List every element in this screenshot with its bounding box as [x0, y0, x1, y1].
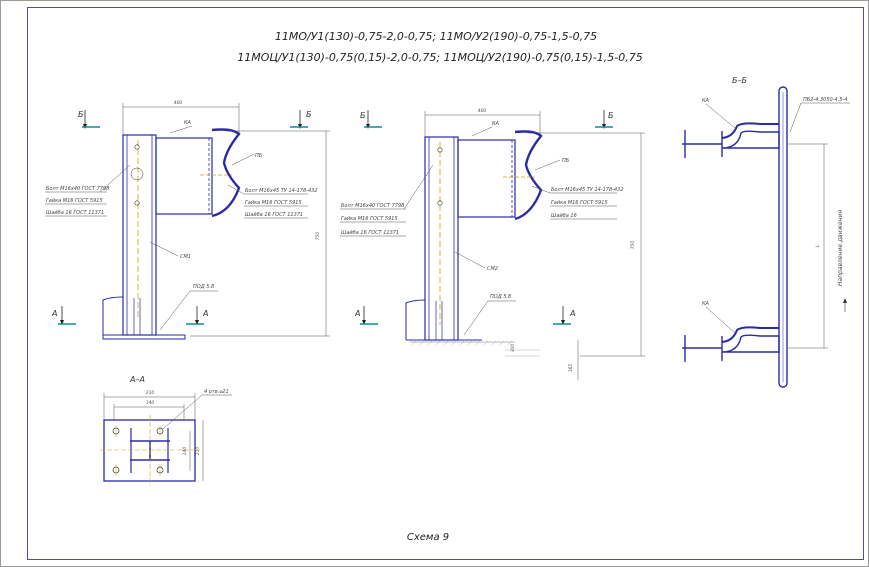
svg-text:Шайба 16 ГОСТ 11371: Шайба 16 ГОСТ 11371 — [245, 212, 303, 218]
svg-text:Гайка М16 ГОСТ 5915: Гайка М16 ГОСТ 5915 — [245, 200, 302, 206]
section-bb-title: Б–Б — [732, 76, 747, 85]
left-view: Б Б 400 КА ПБ — [45, 100, 330, 340]
svg-text:750: 750 — [630, 241, 636, 250]
svg-text:210: 210 — [146, 390, 155, 396]
svg-text:А: А — [51, 309, 57, 318]
svg-text:L: L — [815, 244, 821, 247]
svg-text:300: 300 — [510, 344, 516, 353]
svg-text:4 отв.⌀21: 4 отв.⌀21 — [204, 389, 229, 395]
inner-frame — [27, 7, 864, 560]
svg-text:А: А — [202, 309, 208, 318]
svg-text:ПОД 5.8: ПОД 5.8 — [490, 294, 511, 300]
svg-text:Болт М16х45 ТУ 14-178-432: Болт М16х45 ТУ 14-178-432 — [245, 188, 318, 194]
svg-text:Гайка М16 ГОСТ 5915: Гайка М16 ГОСТ 5915 — [46, 198, 103, 204]
section-bb: Б–Б КА КА ПБ2-4.3050-4.5-4 L Направление… — [682, 76, 850, 388]
svg-text:ПОД 5.8: ПОД 5.8 — [193, 284, 214, 290]
svg-text:Шайба 16 ГОСТ 11371: Шайба 16 ГОСТ 11371 — [341, 230, 399, 236]
ka-label: КА — [184, 120, 192, 126]
svg-text:Гайка М16 ГОСТ 5915: Гайка М16 ГОСТ 5915 — [341, 216, 398, 222]
section-mark-b-left: Б — [78, 110, 84, 119]
svg-text:400: 400 — [174, 100, 183, 106]
svg-text:400: 400 — [478, 108, 487, 114]
svg-text:Б: Б — [608, 111, 614, 120]
middle-view: Б Б 400 КА ПБ — [340, 108, 645, 380]
svg-text:Болт М16х40 ГОСТ 7798: Болт М16х40 ГОСТ 7798 — [341, 203, 404, 209]
svg-text:КА: КА — [702, 301, 710, 307]
svg-text:165: 165 — [568, 364, 574, 373]
section-aa-title: А–А — [129, 375, 145, 384]
svg-text:Шайба 16: Шайба 16 — [551, 213, 577, 219]
svg-text:Болт М16х45 ТУ 14-178-432: Болт М16х45 ТУ 14-178-432 — [551, 187, 624, 193]
svg-text:Болт М16х40 ГОСТ 7798: Болт М16х40 ГОСТ 7798 — [46, 186, 109, 192]
svg-text:Гайка М16 ГОСТ 5915: Гайка М16 ГОСТ 5915 — [551, 200, 608, 206]
svg-text:А: А — [569, 309, 575, 318]
svg-text:КА: КА — [702, 98, 710, 104]
svg-text:Шайба 16 ГОСТ 11371: Шайба 16 ГОСТ 11371 — [46, 210, 104, 216]
section-mark-b-right: Б — [306, 110, 312, 119]
svg-text:ПБ: ПБ — [562, 158, 570, 164]
spacer-2 — [457, 139, 516, 218]
svg-text:750: 750 — [315, 232, 321, 241]
title-line-2: 11МОЦ/У1(130)-0,75(0,15)-2,0-0,75; 11МОЦ… — [237, 51, 642, 64]
svg-text:ПБ2-4.3050-4.5-4: ПБ2-4.3050-4.5-4 — [803, 97, 847, 103]
svg-text:СМ1: СМ1 — [180, 254, 191, 260]
svg-text:СМ2: СМ2 — [487, 266, 498, 272]
svg-text:210: 210 — [195, 447, 201, 456]
direction-label: Направление движения — [837, 210, 844, 287]
title-line-1: 11МО/У1(130)-0,75-2,0-0,75; 11МО/У2(190)… — [275, 30, 597, 43]
svg-text:140: 140 — [146, 400, 155, 406]
svg-text:Б: Б — [360, 111, 366, 120]
scheme-caption: Схема 9 — [407, 532, 449, 543]
svg-text:А: А — [354, 309, 360, 318]
section-aa: А–А 210 140 140 210 4 отв.⌀21 — [100, 375, 232, 486]
svg-text:ПБ: ПБ — [255, 153, 263, 159]
spacer — [155, 137, 213, 215]
svg-text:140: 140 — [182, 447, 188, 456]
svg-text:КА: КА — [492, 121, 500, 127]
